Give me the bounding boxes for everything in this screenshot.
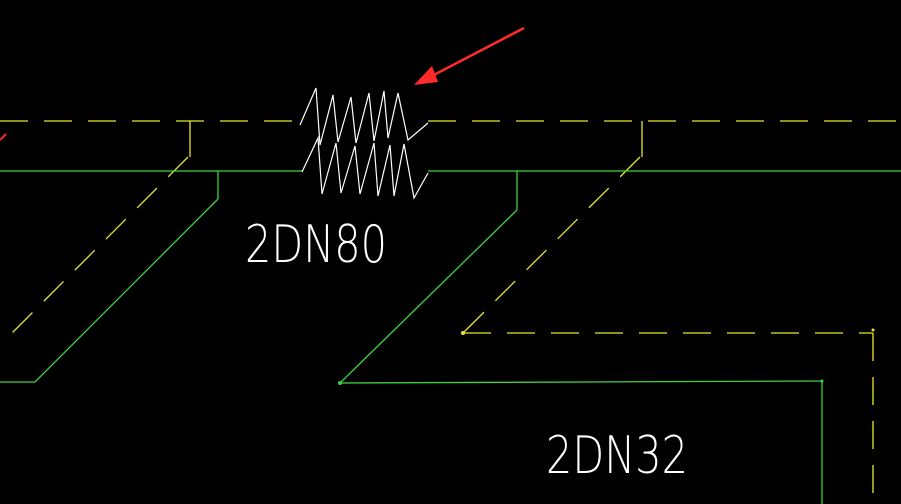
return-pipe-group [0,120,901,504]
expansion-joint-upper [299,87,429,146]
supply-node [820,379,824,383]
return-node [461,331,465,335]
zigzag-expansion-joint-icon [299,87,429,200]
main-pipe-label: 2DN80 [245,215,387,275]
callout-arrow-head [414,66,438,85]
supply-node [338,381,342,385]
return-pipe-solid-group [189,121,643,157]
expansion-joint-lower [301,135,429,200]
callout-arrow-shaft [427,26,525,80]
return-diagonal-right [462,156,641,334]
return-node [871,328,875,332]
return-diagonal-left [11,156,189,334]
branch-pipe-label: 2DN32 [546,426,688,486]
red-arrow-icon [0,26,525,141]
edge-arrow-stub [0,133,7,141]
supply-diagonal-right [339,209,518,384]
supply-node-group [338,328,875,385]
supply-diagonal-left [34,198,219,383]
supply-branch-horizontal [339,380,823,384]
supply-pipe-group [0,170,901,504]
